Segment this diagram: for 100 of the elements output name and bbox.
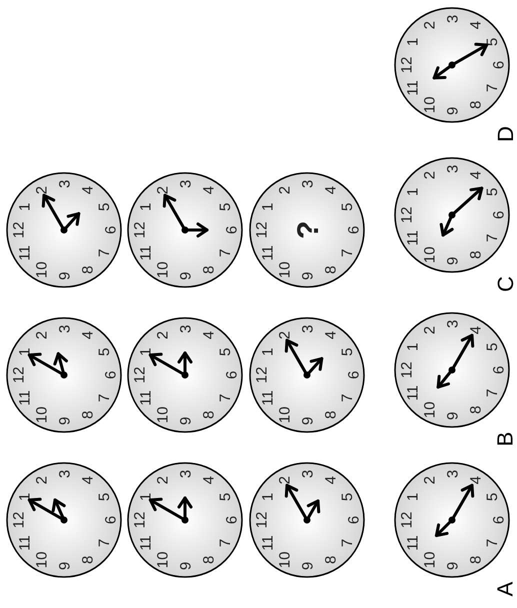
question-mark: ? [292,220,325,240]
clock-number: 1 [404,38,422,46]
clock-number: 11 [404,80,422,96]
clock-number: 3 [56,180,74,188]
clock-number: 3 [444,14,462,24]
clock-number: 6 [490,516,508,524]
clock-number: 12 [253,366,270,384]
clock-number: 6 [345,516,362,524]
clock-number: 10 [421,246,438,264]
clock-number: 3 [177,470,194,478]
clock-number: 3 [56,470,74,478]
clock-number: 1 [260,202,277,212]
clock-number: 9 [444,412,462,420]
clock-number: 11 [404,230,422,246]
clock-number: 7 [484,388,502,398]
clock-number: 7 [96,394,114,402]
clock-number: 9 [177,562,194,570]
clock-face [126,316,244,434]
clock-number: 5 [217,348,234,356]
clock-number: 11 [138,535,155,551]
clock-number: 11 [260,390,277,406]
clock-number: 7 [96,538,114,548]
clock-number: 4 [200,331,218,340]
clock-number: 1 [404,342,422,352]
clock-number: 3 [299,324,316,334]
clock-number: 3 [56,324,74,334]
clock-number: 5 [484,342,502,352]
clock-number: 12 [398,362,416,378]
clock-number: 6 [223,370,240,380]
clock-number: 8 [322,410,340,419]
clock-number: 7 [217,248,234,258]
clock-number: 4 [79,186,96,194]
clock-number: 12 [253,512,270,528]
clock-number: 12 [10,222,28,238]
clock-number: 5 [339,202,356,212]
clock-number: 11 [404,385,422,401]
clock-number: 9 [56,416,74,426]
clock-number: 4 [322,331,340,340]
clock-number: 10 [421,96,438,114]
clock-number: 8 [467,406,484,414]
clock-number: 3 [299,470,316,478]
clock-number: 11 [16,245,34,261]
clock-number: 5 [96,492,114,502]
clock-number: 7 [96,248,114,258]
clock-number: 3 [444,164,462,174]
clock-face [248,171,366,289]
clock-number: 4 [322,476,340,484]
clock-number: 1 [16,202,34,212]
clock-number: 1 [260,348,277,356]
clock-number: 4 [322,186,340,194]
clock-face [393,6,511,124]
clock-number: 12 [131,222,148,238]
clock-number: 12 [398,56,416,74]
clock-number: 8 [467,100,484,109]
clock-number: 12 [398,512,416,528]
clock-number: 12 [10,512,28,528]
clock-number: 7 [484,84,502,92]
clock-number: 2 [154,476,172,484]
clock-number: 7 [217,394,234,402]
clock-number: 9 [177,272,194,280]
clock-number: 3 [299,180,316,188]
clock-number: 8 [200,556,218,564]
clock-number: 8 [467,250,484,259]
clock-number: 10 [33,406,50,424]
clock-number: 10 [154,552,172,568]
clock-number: 9 [299,272,316,280]
clock-number: 8 [79,556,96,564]
clock-number: 6 [223,226,240,234]
clock-number: 7 [339,394,356,402]
clock-number: 4 [467,326,484,334]
clock-number: 11 [16,390,34,406]
clock-number: 5 [217,492,234,502]
clock-number: 6 [102,370,120,380]
clock-number: 4 [200,186,218,194]
clock-number: 11 [404,535,422,551]
clock-number: 6 [490,210,508,220]
clock-face [126,461,244,579]
clock-number: 2 [154,331,172,340]
clock-number: 12 [10,366,28,384]
clock-number: 8 [322,556,340,564]
clock-number: 4 [200,476,218,484]
clock-number: 5 [96,348,114,356]
clock-number: 6 [102,226,120,234]
clock-number: 4 [467,171,484,180]
clock-number: 9 [299,416,316,426]
clock-number: 7 [339,538,356,548]
clock-number: 12 [131,512,148,528]
clock-number: 5 [484,492,502,502]
clock-number: 5 [484,188,502,196]
option-letter: A [494,582,516,596]
clock-number: 9 [177,416,194,426]
clock-number: 4 [79,331,96,340]
clock-face [248,461,366,579]
clock-face [5,171,123,289]
clock-number: 2 [33,476,50,484]
clock-number: 1 [260,492,277,502]
clock-number: 6 [223,516,240,524]
clock-number: 2 [154,186,172,194]
clock-number: 6 [345,226,362,234]
clock-number: 2 [421,21,438,30]
